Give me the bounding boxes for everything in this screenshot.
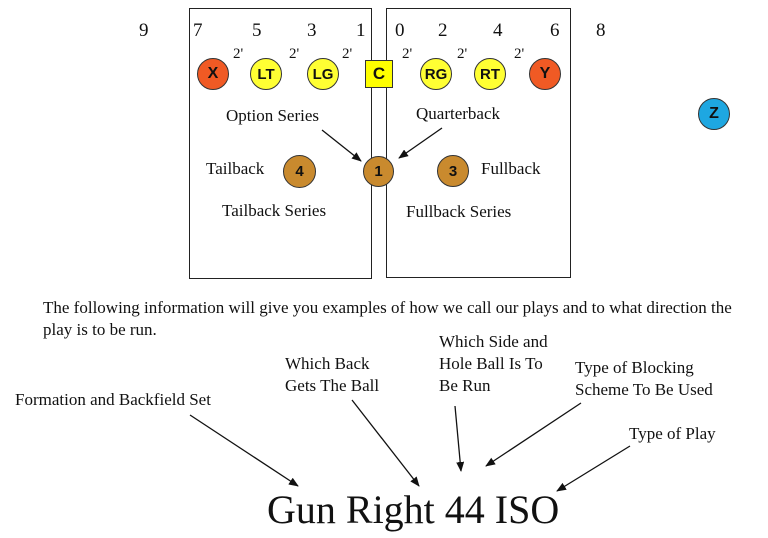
quarterback-label: Quarterback <box>416 104 501 123</box>
blocking-note: Type of Blocking Scheme To Be Used <box>575 357 713 401</box>
hole-number-1: 1 <box>356 20 366 41</box>
which-back-line-1: Which Back <box>285 354 370 373</box>
arrow-quarterback <box>398 127 443 159</box>
which-side-line-2: Hole Ball Is To <box>439 354 543 373</box>
split-rg-rt: 2' <box>457 46 468 62</box>
hole-number-3: 3 <box>307 20 317 41</box>
which-side-line-3: Be Run <box>439 376 491 395</box>
y-receiver: Y <box>529 58 561 90</box>
split-x-lt: 2' <box>233 46 244 62</box>
which-back-line-2: Gets The Ball <box>285 376 380 395</box>
which-side-note: Which Side and Hole Ball Is To Be Run <box>439 331 548 397</box>
split-lt-lg: 2' <box>289 46 300 62</box>
arrow-option-series <box>321 129 362 162</box>
hole-number-5: 5 <box>252 20 262 41</box>
split-rt-y: 2' <box>514 46 525 62</box>
center: C <box>365 60 393 88</box>
z-receiver: Z <box>698 98 730 130</box>
hole-number-8: 8 <box>596 20 606 41</box>
right-backfield-box <box>386 8 571 278</box>
split-lg-c: 2' <box>342 46 353 62</box>
hole-number-9: 9 <box>139 20 149 41</box>
arrow-formation <box>189 414 299 487</box>
left-guard: LG <box>307 58 339 90</box>
hole-number-4: 4 <box>493 20 503 41</box>
tailback-label: Tailback <box>206 159 265 178</box>
hole-number-0: 0 <box>395 20 405 41</box>
formation-note-text: Formation and Backfield Set <box>15 390 211 409</box>
tailback: 4 <box>283 155 316 188</box>
right-tackle: RT <box>474 58 506 90</box>
play-call: Gun Right 44 ISO <box>267 487 560 532</box>
arrow-which-back <box>351 399 420 487</box>
hole-number-6: 6 <box>550 20 560 41</box>
option-series-label: Option Series <box>226 106 320 125</box>
tailback-series-label: Tailback Series <box>222 201 327 220</box>
fullback-series-label: Fullback Series <box>406 202 512 221</box>
hole-number-2: 2 <box>438 20 448 41</box>
left-backfield-box <box>189 8 372 279</box>
which-side-line-1: Which Side and <box>439 332 548 351</box>
blocking-line-2: Scheme To Be Used <box>575 380 713 399</box>
quarterback: 1 <box>363 156 394 187</box>
formation-note: Formation and Backfield Set <box>15 389 211 411</box>
which-back-note: Which Back Gets The Ball <box>285 353 379 397</box>
blocking-line-1: Type of Blocking <box>575 358 694 377</box>
intro-paragraph: The following information will give you … <box>43 298 732 339</box>
split-c-rg: 2' <box>402 46 413 62</box>
arrow-play-type <box>556 445 631 492</box>
arrow-which-side <box>454 405 465 472</box>
right-guard: RG <box>420 58 452 90</box>
fullback-label: Fullback <box>481 159 541 178</box>
play-type-note-text: Type of Play <box>629 424 716 443</box>
play-type-note: Type of Play <box>629 423 716 445</box>
arrow-blocking <box>485 402 582 467</box>
x-receiver: X <box>197 58 229 90</box>
fullback: 3 <box>437 155 469 187</box>
left-tackle: LT <box>250 58 282 90</box>
hole-number-7: 7 <box>193 20 203 41</box>
